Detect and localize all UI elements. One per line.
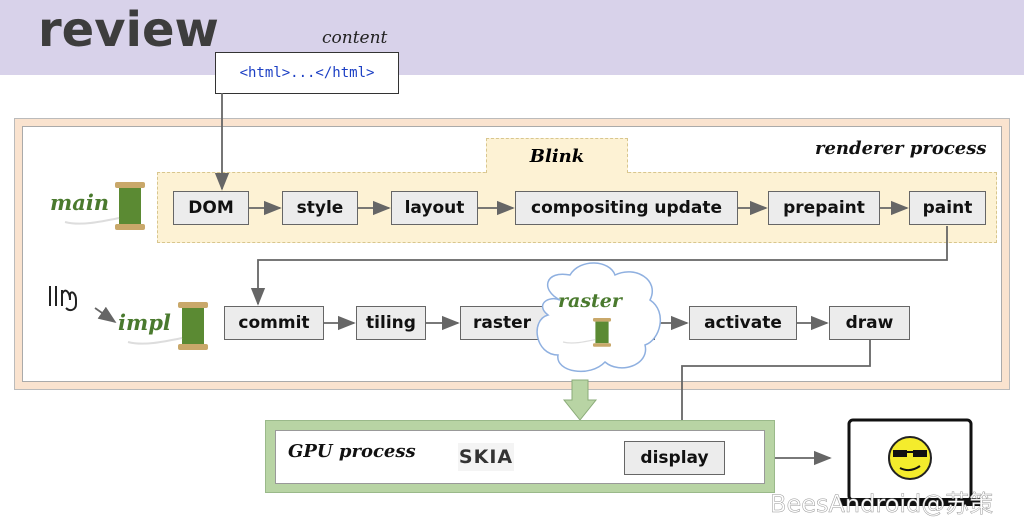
gesture-icon <box>49 286 77 312</box>
raster-thread-label: raster <box>558 290 622 312</box>
gpu-arrow <box>562 379 598 421</box>
raster-cloud <box>536 262 662 373</box>
watermark: BeesAndroid@苏策 <box>770 490 994 519</box>
stage-paint: paint <box>909 191 986 225</box>
main-spool-icon <box>64 181 146 231</box>
header-banner <box>0 0 1024 75</box>
skia-logo: SKIA <box>458 443 514 471</box>
stage-draw: draw <box>829 306 910 340</box>
stage-style: style <box>282 191 358 225</box>
stage-tiling: tiling <box>356 306 426 340</box>
stage-layout: layout <box>391 191 478 225</box>
blink-label: Blink <box>486 138 628 173</box>
content-label: content <box>322 28 388 48</box>
html-content-box: <html>...</html> <box>215 52 399 94</box>
gpu-process-label: GPU process <box>288 441 416 462</box>
stage-display: display <box>624 441 725 475</box>
stage-dom: DOM <box>173 191 249 225</box>
stage-compositing-update: compositing update <box>515 191 738 225</box>
page-title: review <box>38 2 219 58</box>
stage-prepaint: prepaint <box>768 191 880 225</box>
impl-spool-icon <box>127 301 209 351</box>
renderer-process-label: renderer process <box>815 138 987 159</box>
main-thread-label: main <box>50 190 110 215</box>
impl-thread-label: impl <box>118 310 171 335</box>
smiley-sunglasses-icon <box>888 436 932 480</box>
stage-activate: activate <box>689 306 797 340</box>
stage-commit: commit <box>224 306 324 340</box>
